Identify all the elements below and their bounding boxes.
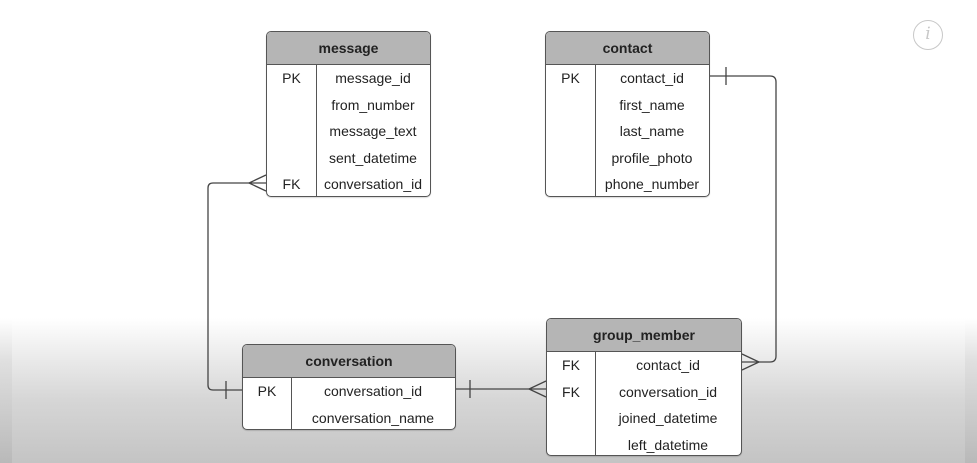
table-row: from_number — [267, 92, 430, 119]
column-divider — [595, 65, 596, 196]
field-name: left_datetime — [627, 436, 709, 453]
entity-title: conversation — [243, 345, 455, 378]
entity-contact[interactable]: contact PK contact_id first_name last_na… — [545, 31, 710, 197]
key-label — [546, 171, 595, 196]
field-name: conversation_id — [323, 176, 423, 192]
key-label — [546, 118, 595, 145]
table-row: left_datetime — [547, 432, 741, 456]
table-row: FK conversation_id — [547, 379, 741, 406]
entity-conversation[interactable]: conversation PK conversation_id conversa… — [242, 344, 456, 430]
table-row: message_text — [267, 118, 430, 145]
right-edge-bar — [965, 0, 977, 463]
field-name: sent_datetime — [329, 149, 417, 166]
table-row: first_name — [546, 92, 709, 119]
entity-message[interactable]: message PK message_id from_number messag… — [266, 31, 431, 197]
link-conversation-message — [207, 182, 266, 391]
table-row: sent_datetime — [267, 145, 430, 172]
field-name: message_id — [335, 70, 411, 86]
field-name: phone_number — [604, 176, 700, 192]
field-name: conversation_id — [618, 383, 718, 400]
entity-title: contact — [546, 32, 709, 65]
link-contact-group-member — [710, 75, 777, 363]
table-row: phone_number — [546, 171, 709, 196]
field-name: contact_id — [636, 357, 700, 373]
key-label — [547, 405, 595, 432]
left-edge-bar — [0, 0, 12, 463]
table-row: last_name — [546, 118, 709, 145]
table-row: FK conversation_id — [267, 171, 430, 196]
table-row: PK message_id — [267, 65, 430, 92]
field-name: profile_photo — [611, 149, 693, 166]
many-marker-group-member-conversation — [527, 380, 547, 398]
entity-group-member[interactable]: group_member FK contact_id FK conversati… — [546, 318, 742, 456]
many-marker-message-conversation — [247, 174, 267, 192]
info-icon[interactable]: i — [913, 20, 943, 50]
many-marker-group-member-contact — [741, 353, 761, 371]
key-label — [547, 432, 595, 456]
key-label: FK — [282, 176, 301, 192]
field-name: conversation_id — [323, 383, 423, 399]
entity-fields: PK contact_id first_name last_name profi… — [546, 65, 709, 196]
key-label — [267, 92, 316, 119]
field-name: message_text — [329, 123, 417, 139]
entity-fields: FK contact_id FK conversation_id joined_… — [547, 352, 741, 456]
column-divider — [316, 65, 317, 196]
field-name: contact_id — [620, 70, 684, 86]
field-name: joined_datetime — [618, 410, 718, 426]
field-name: conversation_name — [311, 409, 435, 426]
column-divider — [595, 352, 596, 455]
column-divider — [291, 378, 292, 429]
key-label: PK — [257, 383, 277, 399]
table-row: FK contact_id — [547, 352, 741, 379]
key-label — [243, 405, 291, 430]
table-row: PK conversation_id — [243, 378, 455, 405]
key-label: PK — [282, 70, 301, 86]
key-label — [267, 118, 316, 145]
field-name: first_name — [619, 96, 685, 113]
entity-title: message — [267, 32, 430, 65]
entity-fields: PK message_id from_number message_text s… — [267, 65, 430, 196]
key-label — [267, 145, 316, 172]
key-label: FK — [562, 357, 580, 373]
table-row: joined_datetime — [547, 405, 741, 432]
key-label: PK — [561, 70, 580, 86]
entity-fields: PK conversation_id conversation_name — [243, 378, 455, 430]
field-name: last_name — [619, 123, 685, 139]
key-label — [546, 145, 595, 172]
entity-title: group_member — [547, 319, 741, 352]
table-row: PK contact_id — [546, 65, 709, 92]
key-label: FK — [562, 383, 580, 400]
key-label — [546, 92, 595, 119]
table-row: conversation_name — [243, 405, 455, 430]
table-row: profile_photo — [546, 145, 709, 172]
field-name: from_number — [331, 96, 415, 113]
